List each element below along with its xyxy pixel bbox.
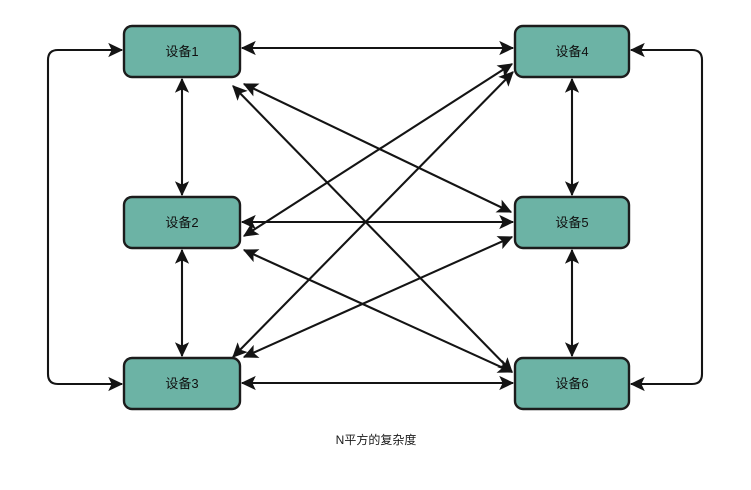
- node-device1[interactable]: 设备1: [122, 24, 242, 79]
- edge-layer: [46, 40, 704, 392]
- node-device2[interactable]: 设备2: [122, 195, 242, 250]
- node-device4-shape[interactable]: [513, 24, 631, 79]
- edge-device1-device5[interactable]: [242, 83, 513, 213]
- diagram-caption: N平方的复杂度: [336, 432, 417, 447]
- node-device1-shape[interactable]: [122, 24, 242, 79]
- node-device6[interactable]: 设备6: [513, 356, 631, 411]
- edge-device3-device4[interactable]: [232, 71, 514, 358]
- node-device3-shape[interactable]: [122, 356, 242, 411]
- edge-device6-device4-right-bracket[interactable]: [629, 42, 704, 392]
- node-device2-shape[interactable]: [122, 195, 242, 250]
- edge-device3-device5[interactable]: [242, 236, 514, 358]
- node-device3[interactable]: 设备3: [122, 356, 242, 411]
- node-device6-shape[interactable]: [513, 356, 631, 411]
- edge-device1-device6[interactable]: [232, 85, 513, 373]
- node-device5-shape[interactable]: [513, 195, 631, 250]
- node-device5[interactable]: 设备5: [513, 195, 631, 250]
- edge-device2-device6[interactable]: [242, 249, 514, 373]
- node-layer: 设备1 设备2 设备3 设备4 设备5 设备6: [122, 24, 631, 411]
- edge-device3-device1-left-bracket[interactable]: [46, 42, 124, 392]
- node-device4[interactable]: 设备4: [513, 24, 631, 79]
